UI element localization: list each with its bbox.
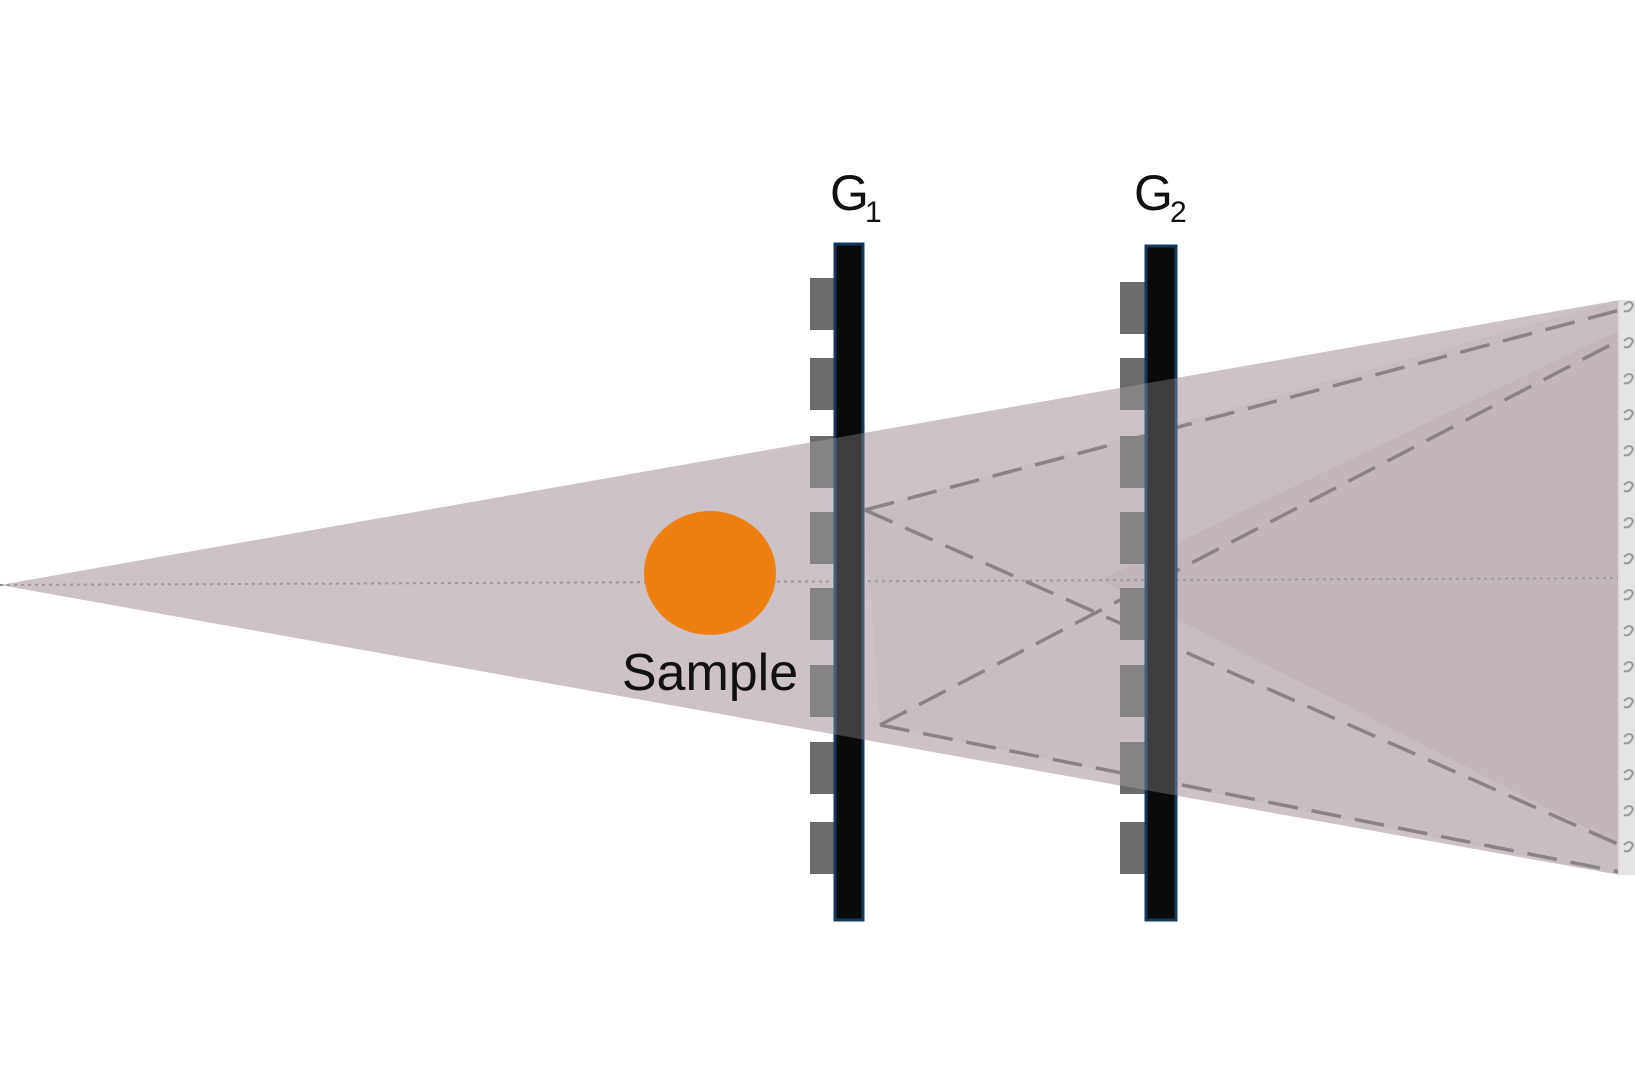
- grating-tooth: [1120, 742, 1147, 794]
- detector-pixel: [1623, 337, 1635, 349]
- grating-g2: G 2: [1120, 165, 1187, 922]
- detector-pixels: [1623, 301, 1635, 853]
- sample-object: [644, 511, 776, 635]
- grating-g2-subscript: 2: [1170, 196, 1187, 229]
- grating-g2-label: G: [1134, 165, 1173, 221]
- grating-tooth: [1120, 665, 1147, 717]
- grating-tooth: [810, 742, 836, 794]
- detector-pixel: [1623, 517, 1635, 529]
- grating-g2-bar: [1144, 244, 1178, 922]
- grating-g1-subscript: 1: [865, 196, 882, 229]
- detector-pixel: [1623, 697, 1635, 709]
- beam-overlay: [0, 300, 1620, 875]
- detector-pixel: [1623, 301, 1635, 313]
- grating-tooth: [1120, 436, 1147, 488]
- grating-g1-teeth: [810, 278, 836, 874]
- detector-panel: [1618, 300, 1635, 875]
- detector-pixel: [1623, 769, 1635, 781]
- detector-pixel: [1623, 733, 1635, 745]
- detector-pixel: [1623, 409, 1635, 421]
- detector-pixel: [1623, 661, 1635, 673]
- grating-tooth: [810, 358, 836, 410]
- detector-pixel: [1623, 553, 1635, 565]
- grating-tooth: [1120, 588, 1147, 640]
- detector-pixel: [1623, 481, 1635, 493]
- grating-tooth: [810, 512, 836, 564]
- grating-g1-label: G: [830, 165, 869, 221]
- grating-tooth: [1120, 512, 1147, 564]
- detector-pixel: [1623, 445, 1635, 457]
- grating-tooth: [1120, 822, 1147, 874]
- grating-tooth: [1120, 358, 1147, 410]
- grating-tooth: [810, 588, 836, 640]
- detector-pixel: [1623, 805, 1635, 817]
- detector-pixel: [1623, 373, 1635, 385]
- diffraction-path: [879, 338, 1621, 727]
- grating-g1: G 1: [810, 165, 882, 922]
- grating-tooth: [810, 822, 836, 874]
- detector-shadow-region: [1100, 330, 1620, 845]
- grating-g1-bar: [833, 242, 865, 922]
- grating-tooth: [1120, 282, 1147, 334]
- grating-g2-teeth: [1120, 282, 1147, 874]
- detector-pixel: [1623, 589, 1635, 601]
- diffraction-path: [864, 508, 1621, 847]
- beam-overlap-region: [865, 300, 1620, 875]
- diffraction-paths: [864, 308, 1621, 874]
- diffraction-path: [879, 723, 1621, 874]
- grating-tooth: [810, 436, 836, 488]
- sample-label: Sample: [622, 644, 798, 702]
- detector-pixel: [1623, 841, 1635, 853]
- xray-beam-cone: [0, 300, 1620, 875]
- detector-pixel: [1623, 625, 1635, 637]
- grating-tooth: [810, 278, 836, 330]
- grating-tooth: [810, 665, 836, 717]
